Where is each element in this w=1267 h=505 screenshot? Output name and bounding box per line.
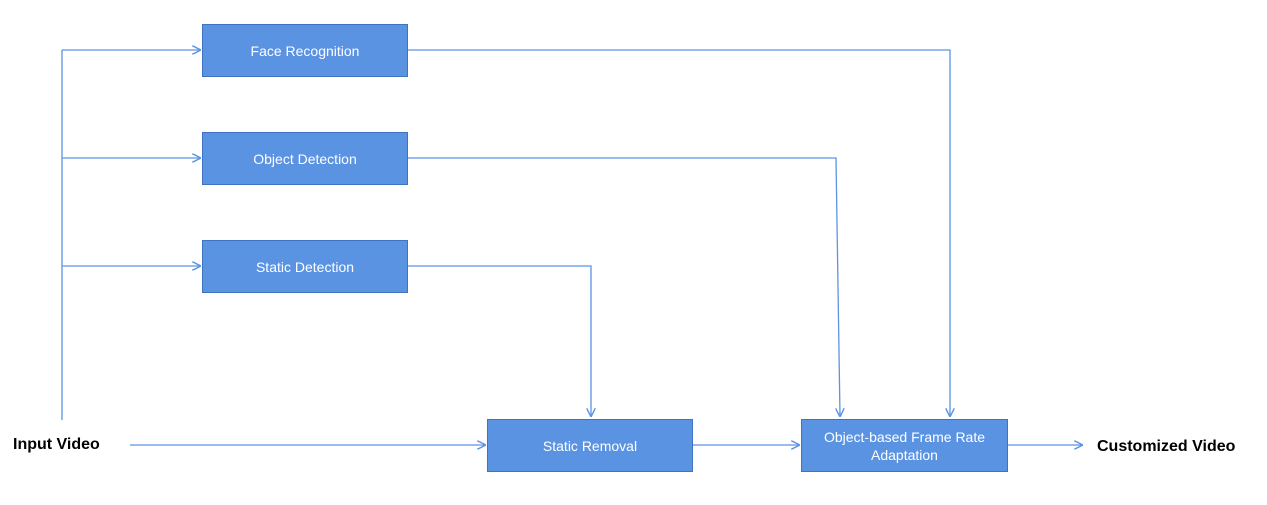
customized-video-label: Customized Video	[1097, 438, 1236, 455]
arrow-object-detection-to-adaptation	[408, 157, 840, 416]
input-video-label: Input Video	[13, 436, 100, 453]
arrow-static-detection-to-static-removal	[408, 265, 591, 416]
arrow-face-recognition-to-adaptation	[408, 49, 950, 416]
face-recognition-box: Face Recognition	[202, 24, 408, 77]
static-removal-box: Static Removal	[487, 419, 693, 472]
object-detection-box: Object Detection	[202, 132, 408, 185]
frame-rate-adaptation-box: Object-based Frame Rate Adaptation	[801, 419, 1008, 472]
static-detection-box: Static Detection	[202, 240, 408, 293]
